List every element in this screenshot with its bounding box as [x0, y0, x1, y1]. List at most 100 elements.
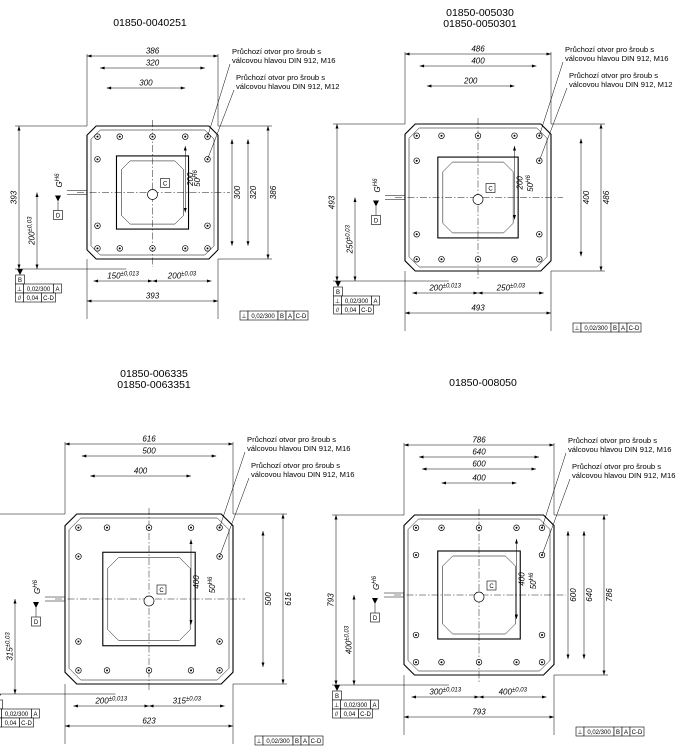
hole-center: [440, 134, 443, 137]
dim-bore: 50H6: [529, 572, 538, 589]
plate-outline: [86, 125, 219, 260]
dim-height-pocket: 400: [518, 572, 527, 586]
hole-center: [106, 669, 108, 672]
datum-c-box: [486, 580, 497, 591]
dim-width-outer: 786: [472, 436, 486, 445]
dim-height-overall: 393: [10, 190, 19, 204]
flatness-frame-text: A: [621, 326, 625, 332]
datum-c-label: C: [488, 187, 493, 193]
note-m12: válcovou hlavou DIN 912, M12: [569, 80, 672, 89]
datum-b-triangle: [0, 694, 1, 696]
dim-bottom-left: 300±0,013: [429, 688, 461, 697]
hole-center: [96, 247, 99, 250]
datum-d-label: D: [56, 214, 61, 220]
dimension-arrowhead: [149, 704, 154, 708]
leader-line-m12: [219, 477, 250, 557]
dim-bottom-right-tolerance: ±0,03: [181, 272, 197, 278]
part-number-title: 01850-005030: [446, 7, 514, 19]
center-bore: [147, 189, 158, 200]
parallelism-frame-text: 0,04: [345, 308, 357, 314]
hole-center: [415, 634, 417, 636]
hole-center: [148, 669, 150, 672]
plate-outline: [64, 513, 234, 685]
flatness-frame-text: A: [288, 314, 292, 320]
flatness-frame-text: ⊥: [256, 738, 261, 745]
dimension-arrowhead: [582, 654, 586, 659]
leader-line-m12: [541, 478, 571, 556]
dimension-arrowhead: [100, 66, 105, 70]
perpendicularity-frame-text: ⊥: [17, 286, 22, 293]
datum-b-label: B: [335, 694, 339, 700]
hole-center: [477, 134, 479, 137]
parallelism-frame-text: C-D: [360, 712, 371, 718]
datum-c-label: C: [159, 588, 164, 594]
dimension-arrowhead: [186, 474, 191, 478]
dim-left-vertical-tolerance: ±0,03: [28, 216, 34, 232]
dimension-arrowhead: [261, 531, 265, 536]
dimension-arrowhead: [13, 689, 17, 694]
leader-line-m16: [541, 452, 567, 528]
dimension-arrowhead: [602, 515, 606, 520]
dim-bore-tolerance: H6: [208, 576, 214, 584]
datum-d-box: [371, 215, 381, 225]
note-m16: válcovou hlavou DIN 912, M16: [247, 444, 350, 453]
hole-center: [206, 247, 209, 250]
dim-height-inner: 300: [233, 185, 242, 199]
parallelism-frame-text: 0,04: [344, 712, 356, 718]
dim-bore: 50H6: [208, 576, 217, 593]
dim-bottom-left: 200±0,013: [428, 284, 461, 293]
flatness-frame-text: 0,02/300: [251, 314, 275, 320]
center-bore: [143, 595, 155, 607]
dim-bore: 50H6: [193, 170, 202, 187]
flatness-frame-cell: [308, 735, 324, 746]
leader-line-m16: [207, 63, 231, 137]
dimension-arrowhead: [546, 52, 551, 56]
dim-width-mid: 400: [471, 57, 485, 66]
part-number-title: 01850-0050301: [443, 18, 517, 30]
dim-left-vertical-tolerance: ±0,03: [6, 632, 12, 648]
perpendicularity-frame-text: ⊥: [335, 298, 340, 305]
dimension-arrowhead: [513, 215, 516, 220]
hole-center: [184, 135, 187, 138]
datum-d-box: [53, 210, 63, 220]
dimension-arrowhead: [200, 66, 205, 70]
dimension-arrowhead: [352, 680, 356, 685]
plate-outline: [403, 514, 555, 676]
dimension-arrowhead: [419, 64, 425, 68]
dimension-arrowhead: [261, 662, 265, 667]
datum-d-label: D: [34, 620, 39, 626]
parallelism-frame-text: C-D: [361, 308, 372, 314]
dim-width-overall: 623: [142, 717, 156, 726]
hole-center: [151, 247, 154, 250]
dimension-arrowhead: [531, 467, 536, 471]
dim-bottom-left-tolerance: ±0,013: [443, 284, 462, 290]
hole-center: [190, 526, 192, 529]
part-number-title: 01850-0063351: [117, 379, 191, 391]
dimension-arrowhead: [531, 64, 537, 68]
hole-center: [106, 526, 108, 529]
note-m16: Průchozí otvor pro šroub s: [232, 47, 321, 56]
dimension-arrowhead: [148, 279, 153, 283]
dimension-arrowhead: [213, 299, 218, 303]
dimension-arrowhead: [13, 599, 17, 604]
dim-bottom-left: 150±0,013: [107, 272, 139, 281]
hole-center: [151, 135, 154, 138]
dimension-arrowhead: [211, 454, 217, 458]
parallelism-frame-text: 0,04: [27, 296, 39, 302]
dimension-arrowhead: [281, 514, 285, 519]
flatness-frame-text: A: [303, 739, 307, 745]
hole-center: [538, 233, 541, 236]
drawing-view-3: 01850-00633501850-0063351CGH6D616500400P…: [0, 368, 354, 746]
dimension-arrowhead: [566, 654, 570, 659]
note-m12: válcovou hlavou DIN 912, M16: [572, 471, 675, 480]
note-m12: Průchozí otvor pro šroub s: [236, 73, 325, 82]
dim-bore-tolerance: H6: [193, 170, 199, 178]
dim-height-outer: 616: [284, 592, 293, 606]
dimension-arrowhead: [566, 531, 570, 536]
leader-line-m16: [219, 451, 246, 528]
dimension-arrowhead: [65, 442, 70, 446]
dimension-arrowhead: [411, 695, 416, 699]
hole-center: [218, 640, 221, 643]
hole-center: [96, 158, 99, 161]
perpendicularity-frame-text: A: [55, 287, 59, 293]
